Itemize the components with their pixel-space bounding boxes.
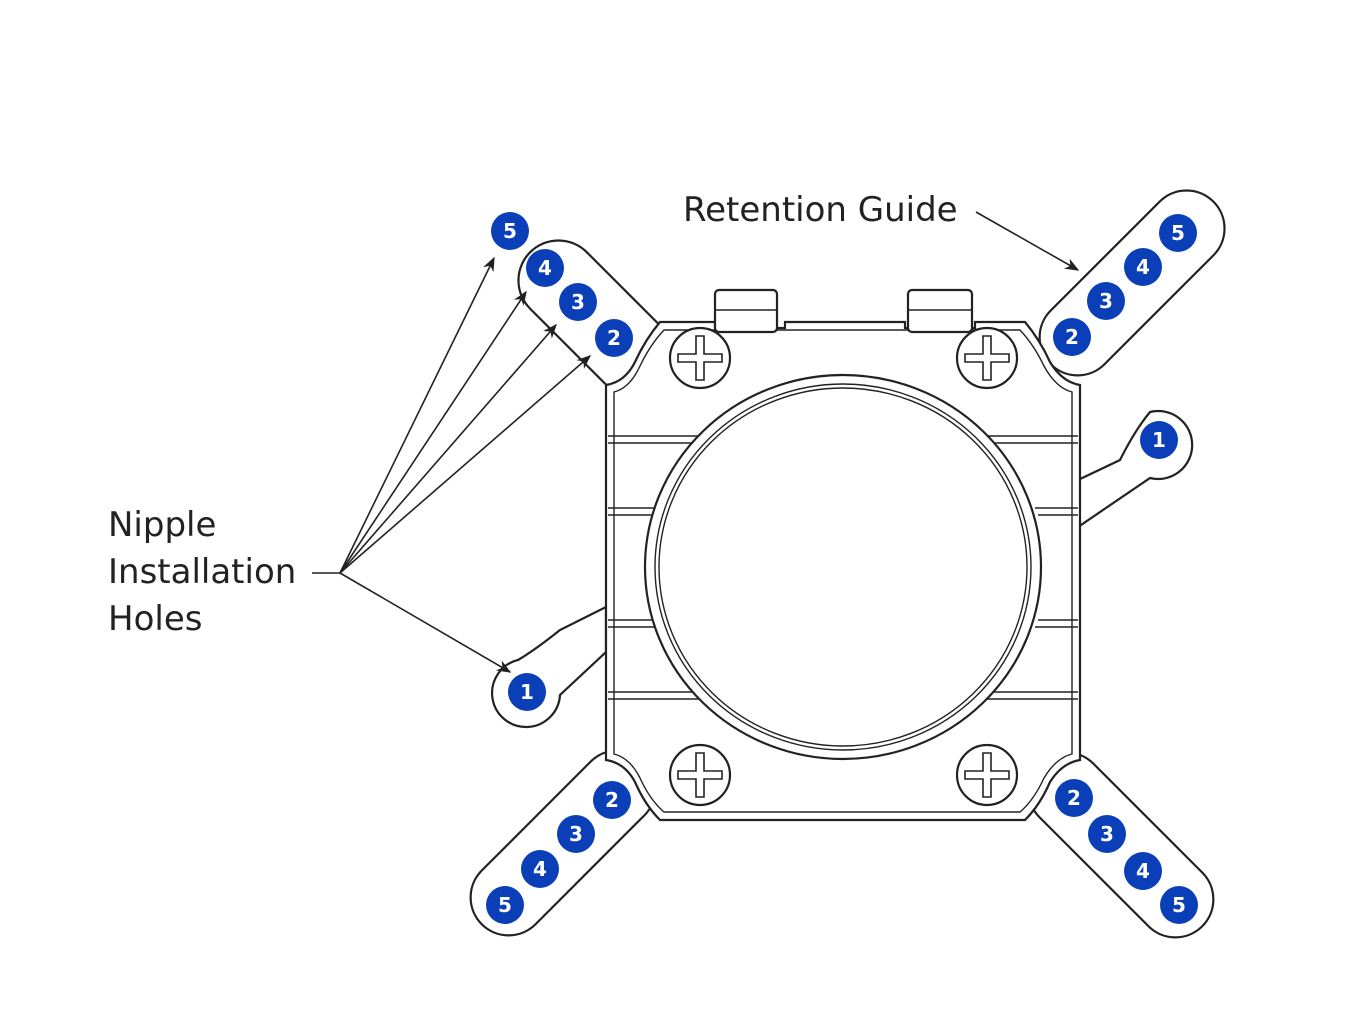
arrow-to-hole-2 <box>339 355 592 574</box>
badge-number: 4 <box>1136 255 1150 279</box>
hole-badge-right-single: 1 <box>1140 421 1178 459</box>
hole-badge-top-left: 4 <box>526 249 564 287</box>
badge-number: 4 <box>538 256 552 280</box>
badge-circle <box>557 815 595 853</box>
badge-number: 3 <box>569 822 583 846</box>
hole-badge-bottom-left: 3 <box>557 815 595 853</box>
badge-circle <box>526 249 564 287</box>
hole-badge-top-right: 3 <box>1087 282 1125 320</box>
badge-number: 5 <box>498 893 512 917</box>
badge-number: 3 <box>571 290 585 314</box>
hole-badge-bottom-right: 3 <box>1088 815 1126 853</box>
nipple-label-line2: Installation <box>108 552 296 592</box>
retention-body <box>604 288 1082 822</box>
badge-number: 1 <box>520 680 534 704</box>
badge-circle <box>1087 282 1125 320</box>
arrow-to-hole-1 <box>339 572 512 673</box>
arrow-to-hole-3 <box>339 323 557 574</box>
badge-number: 4 <box>1136 859 1150 883</box>
badge-circle <box>1160 886 1198 924</box>
hole-badge-left-single: 1 <box>508 673 546 711</box>
badge-circle <box>559 283 597 321</box>
badge-number: 4 <box>533 857 547 881</box>
badge-circle <box>593 781 631 819</box>
badge-circle <box>1055 779 1093 817</box>
badge-number: 2 <box>1065 325 1079 349</box>
badge-number: 5 <box>1172 893 1186 917</box>
badge-number: 2 <box>1067 786 1081 810</box>
arrow-to-hole-5 <box>339 256 495 574</box>
badge-circle <box>1088 815 1126 853</box>
screw-icon <box>668 743 732 807</box>
badge-number: 2 <box>605 788 619 812</box>
hole-badge-bottom-left: 4 <box>521 850 559 888</box>
badge-circle <box>595 319 633 357</box>
hole-badge-bottom-left: 5 <box>486 886 524 924</box>
badge-number: 3 <box>1099 289 1113 313</box>
retention-guide-label: Retention Guide <box>683 190 958 230</box>
badge-circle <box>486 886 524 924</box>
hole-badge-bottom-right: 5 <box>1160 886 1198 924</box>
arrow-to-hole-4 <box>339 290 527 574</box>
badge-circle <box>508 673 546 711</box>
badge-number: 5 <box>503 219 517 243</box>
lobe-right <box>1076 409 1194 530</box>
badge-circle <box>1159 214 1197 252</box>
arm-top-right <box>1038 189 1226 377</box>
badge-circle <box>1124 248 1162 286</box>
screw-icon <box>955 743 1019 807</box>
hole-badge-top-left: 3 <box>559 283 597 321</box>
badge-number: 1 <box>1152 428 1166 452</box>
hole-badge-bottom-right: 4 <box>1124 852 1162 890</box>
badge-circle <box>1124 852 1162 890</box>
hole-badge-bottom-right: 2 <box>1055 779 1093 817</box>
nipple-label-line3: Holes <box>108 599 202 639</box>
retention-guide-arrow <box>975 211 1080 271</box>
lobe-left <box>490 605 608 729</box>
screw-icon <box>668 326 732 390</box>
badge-circle <box>1140 421 1178 459</box>
badge-circle <box>521 850 559 888</box>
badge-number: 3 <box>1100 822 1114 846</box>
hole-badge-top-left: 5 <box>491 212 529 250</box>
badge-number: 2 <box>607 326 621 350</box>
hole-badge-top-left: 2 <box>595 319 633 357</box>
badge-circle <box>491 212 529 250</box>
badge-number: 5 <box>1171 221 1185 245</box>
badge-circle <box>1053 318 1091 356</box>
hole-badge-bottom-left: 2 <box>593 781 631 819</box>
hole-badge-top-right: 4 <box>1124 248 1162 286</box>
screw-icon <box>955 326 1019 390</box>
nipple-leader-arrows <box>312 256 592 673</box>
nipple-label-line1: Nipple <box>108 505 216 545</box>
hole-badge-top-right: 5 <box>1159 214 1197 252</box>
hole-badge-top-right: 2 <box>1053 318 1091 356</box>
